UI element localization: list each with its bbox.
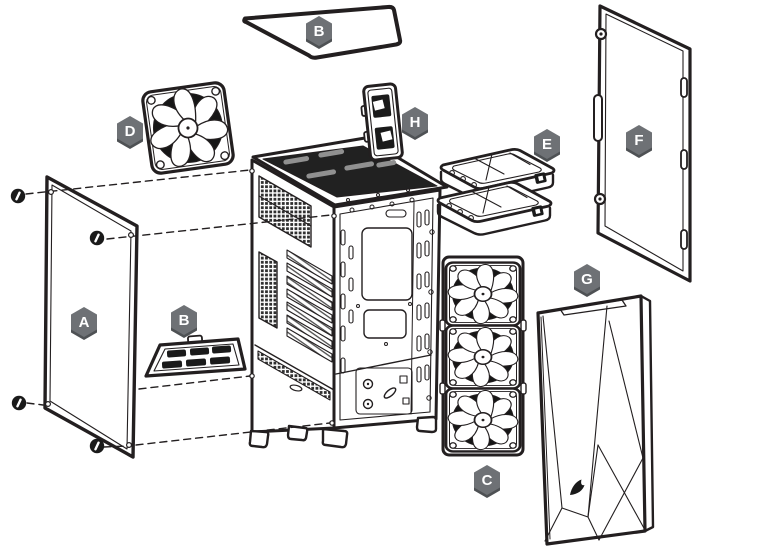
badge-hexagon: A: [71, 307, 97, 337]
callout-badge-rear-fan: D: [117, 116, 143, 149]
callout-letter: C: [481, 471, 493, 489]
drive-trays: [436, 147, 556, 236]
front-panel-top-vent: [559, 299, 627, 316]
callout-badge-front-fans: C: [474, 465, 500, 498]
panel-handle: [593, 94, 603, 142]
callout-letter: F: [634, 131, 644, 149]
callout-badge-rear-bracket: H: [402, 107, 428, 140]
top-vent-slots: [283, 149, 397, 179]
tray-cutout: [361, 227, 413, 301]
callout-letter: H: [409, 113, 421, 131]
rear-lower-vent: [258, 251, 278, 329]
callout-letter: A: [78, 313, 90, 331]
callout-letter: B: [178, 311, 190, 329]
callout-badge-left-panel: A: [71, 307, 97, 340]
front-panel: [536, 294, 655, 546]
callout-badge-right-panel: F: [626, 125, 652, 158]
panel-screw-holes: [44, 189, 135, 449]
callout-letter: G: [581, 270, 593, 288]
case-chassis: [248, 136, 449, 449]
front-fan-assembly: [439, 255, 527, 457]
pci-slot-covers: [286, 249, 333, 363]
filter-grid-cells: [161, 345, 232, 369]
callout-badge-top-filter: B: [306, 16, 332, 49]
cable-rail-slots: [340, 229, 354, 374]
callout-badge-bottom-filter: B: [171, 305, 197, 338]
corsair-logo: [570, 479, 585, 495]
callout-letter: D: [124, 122, 136, 140]
psu-bracket: [355, 367, 413, 415]
front-rail-slots: [416, 209, 430, 383]
rear-bracket: [360, 82, 404, 162]
callout-letter: B: [313, 22, 325, 40]
callout-letter: E: [541, 135, 552, 153]
thumbscrews: [10, 188, 105, 454]
bottom-dust-filter: [144, 334, 247, 378]
front-panel-facet-lines: [542, 305, 646, 542]
alignment-dashed-lines: [25, 169, 332, 448]
badge-hexagon: B: [306, 16, 332, 46]
psu-bay-mesh: [257, 350, 331, 401]
rear-exhaust-fan: [141, 81, 235, 175]
badge-hexagon: C: [474, 465, 500, 495]
callout-badge-drive-trays: E: [534, 129, 560, 162]
case-feet: [248, 415, 438, 449]
badge-hexagon: H: [402, 107, 428, 137]
callout-badge-front-panel: G: [574, 264, 600, 297]
